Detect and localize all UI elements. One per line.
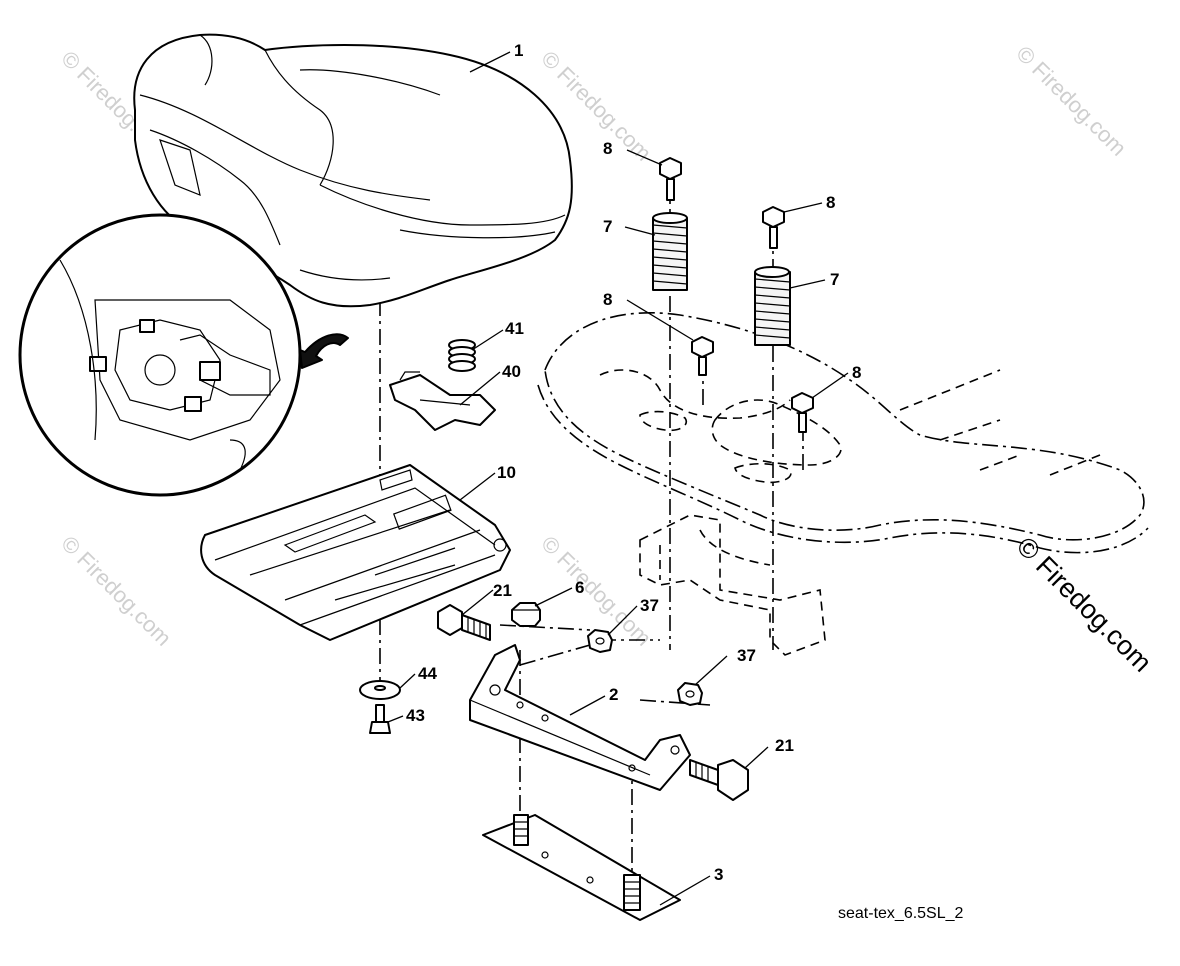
nut-37-upper	[587, 629, 613, 653]
callout-washer: 44	[418, 664, 437, 683]
callout-nut-6: 6	[575, 578, 584, 597]
seat-pan	[200, 464, 511, 641]
bolt-8-top-right	[762, 206, 785, 249]
bracket	[469, 644, 691, 791]
screw	[369, 704, 391, 734]
watermark-4: © Firedog.com	[56, 531, 176, 651]
bolt-21-right	[689, 759, 749, 801]
detail-view	[18, 213, 349, 497]
callout-bolt-8-mid-right: 8	[852, 363, 861, 382]
bolt-21-left	[437, 604, 491, 641]
callout-spring-left: 7	[603, 217, 612, 236]
callout-labels: 1 8 8 7 7 8 8 41 40 10 21 6 37 37 2 21 4…	[406, 41, 861, 884]
watermark-main: © Firedog.com	[1011, 531, 1158, 678]
callout-bolt-8-top-left: 8	[603, 139, 612, 158]
small-spring	[448, 339, 476, 372]
plate	[482, 814, 681, 921]
nut-37-lower	[677, 682, 703, 706]
callout-bolt-21-right: 21	[775, 736, 794, 755]
washer	[359, 680, 401, 700]
callout-clip: 40	[502, 362, 521, 381]
bolt-8-top-left	[659, 157, 682, 201]
leader-lines	[387, 51, 849, 906]
callout-seat: 1	[514, 41, 523, 60]
callout-small-spring: 41	[505, 319, 524, 338]
bolt-8-mid-right	[791, 392, 814, 433]
spring-left	[652, 212, 688, 291]
bolt-8-mid-left	[691, 336, 714, 376]
callout-bolt-8-mid-left: 8	[603, 290, 612, 309]
callout-seat-pan: 10	[497, 463, 516, 482]
chassis-outline	[537, 311, 1149, 656]
nut-6	[511, 602, 541, 627]
callout-plate: 3	[714, 865, 723, 884]
callout-spring-right: 7	[830, 270, 839, 289]
callout-bolt-21-left: 21	[493, 581, 512, 600]
callout-bolt-8-top-right: 8	[826, 193, 835, 212]
callout-nut-37-lower: 37	[737, 646, 756, 665]
callout-bracket: 2	[609, 685, 618, 704]
watermark-3: © Firedog.com	[1011, 41, 1131, 161]
callout-nut-37-upper: 37	[640, 596, 659, 615]
clip	[389, 371, 496, 431]
callout-screw: 43	[406, 706, 425, 725]
drawing-code: seat-tex_6.5SL_2	[838, 905, 964, 922]
spring-right	[754, 266, 791, 346]
